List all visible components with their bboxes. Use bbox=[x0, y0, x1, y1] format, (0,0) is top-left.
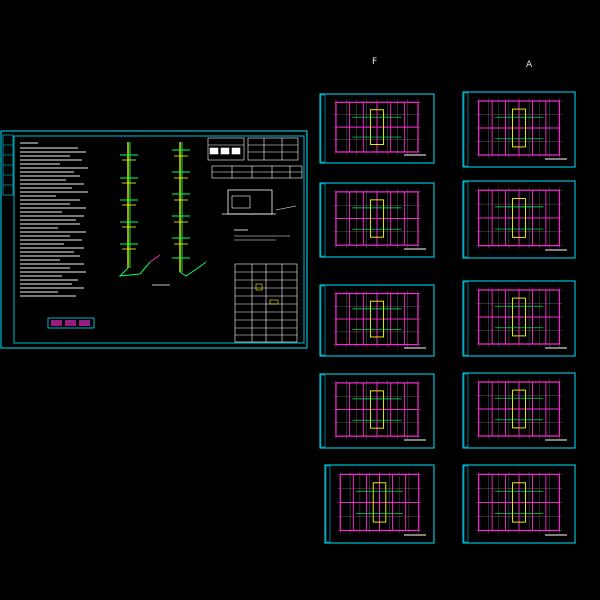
sheet-frame bbox=[462, 280, 576, 357]
sheet-binding-strip bbox=[463, 92, 469, 167]
stair-core bbox=[369, 109, 385, 145]
sheet-binding-strip bbox=[320, 94, 326, 163]
main-sheet bbox=[0, 130, 308, 349]
stair-core bbox=[512, 297, 526, 337]
sheet-frame bbox=[319, 182, 435, 258]
legend-table-top bbox=[207, 137, 299, 161]
sheet-binding-strip bbox=[463, 373, 469, 448]
column-label-left: F bbox=[372, 57, 378, 67]
sheet-binding-strip bbox=[320, 183, 326, 257]
floor-plan-sheet bbox=[319, 284, 435, 357]
parameter-table bbox=[211, 165, 303, 179]
stair-core bbox=[369, 390, 385, 429]
floor-plan-sheet bbox=[462, 91, 576, 168]
floor-plan-sheet bbox=[462, 464, 576, 544]
floor-plan-sheet bbox=[319, 182, 435, 258]
stair-core bbox=[369, 199, 385, 238]
column-label-right: A bbox=[526, 60, 533, 70]
sheet-binding-strip bbox=[320, 285, 326, 356]
floor-plan-sheet bbox=[462, 180, 576, 259]
riser-diagram-2 bbox=[152, 142, 207, 286]
sheet-binding-strip bbox=[463, 465, 469, 543]
stair-core bbox=[372, 482, 387, 523]
floor-plan-sheets bbox=[319, 91, 576, 544]
floor-plan-sheet bbox=[462, 372, 576, 449]
sheet-frame bbox=[462, 464, 576, 544]
main-sheet-inner-frame bbox=[13, 135, 305, 344]
sheet-frame bbox=[324, 464, 435, 544]
sheet-frame bbox=[462, 91, 576, 168]
legend-boxes bbox=[47, 317, 95, 329]
sheet-frame bbox=[319, 284, 435, 357]
floor-plan-sheet bbox=[319, 373, 435, 449]
sheet-binding-strip bbox=[320, 374, 326, 448]
stair-core bbox=[512, 198, 526, 238]
stair-core bbox=[369, 300, 385, 338]
sheet-binding-strip bbox=[463, 181, 469, 258]
stair-core bbox=[512, 389, 526, 429]
detail-drawing bbox=[222, 189, 297, 241]
material-schedule bbox=[234, 263, 298, 343]
sheet-frame bbox=[462, 372, 576, 449]
floor-plan-sheet bbox=[319, 93, 435, 164]
floor-plan-sheet bbox=[324, 464, 435, 544]
sheet-frame bbox=[319, 93, 435, 164]
sheet-frame bbox=[462, 180, 576, 259]
sheet-binding-strip bbox=[463, 281, 469, 356]
main-sheet-outer-frame bbox=[0, 130, 308, 349]
riser-diagram-1 bbox=[118, 142, 161, 277]
floor-plan-sheet bbox=[462, 280, 576, 357]
sheet-binding-strip bbox=[325, 465, 331, 543]
stair-core bbox=[512, 108, 526, 148]
stair-core bbox=[512, 482, 526, 523]
sheet-frame bbox=[319, 373, 435, 449]
design-notes-block bbox=[20, 142, 88, 297]
